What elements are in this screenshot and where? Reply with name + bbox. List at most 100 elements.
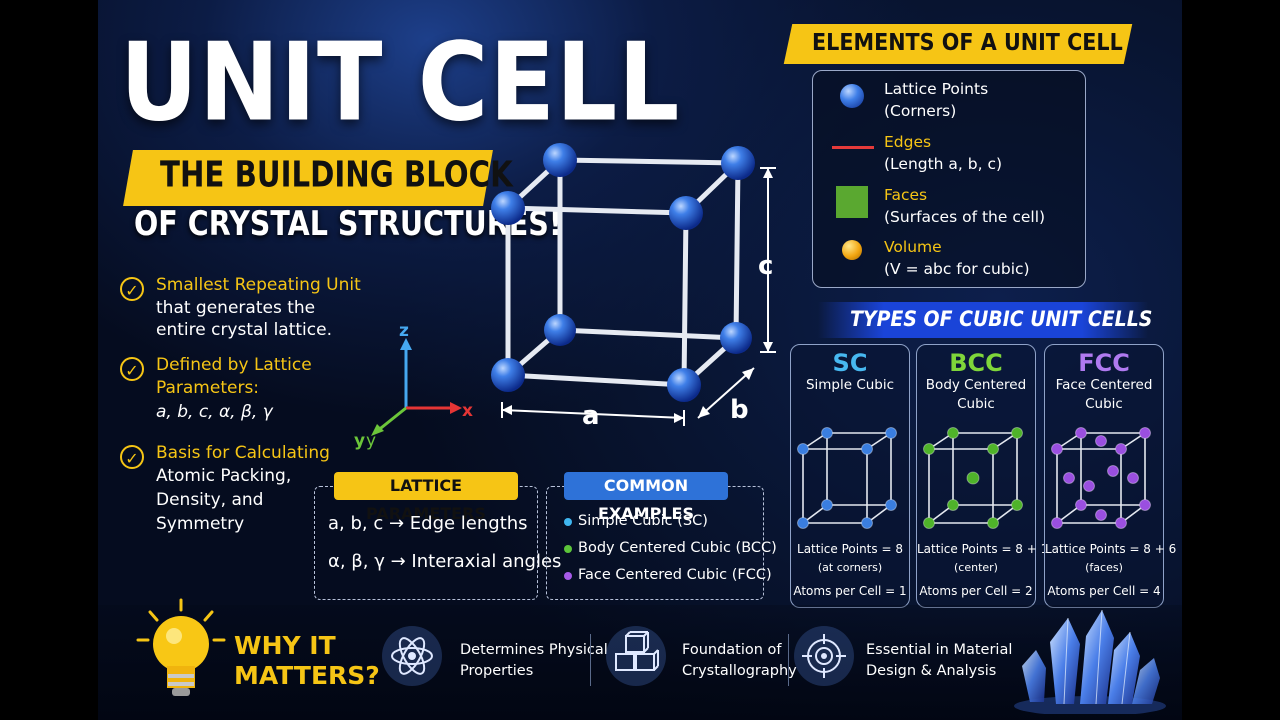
types-heading: TYPES OF CUBIC UNIT CELLS	[850, 307, 1153, 331]
check-icon: ✓	[120, 277, 144, 301]
bullet-1-line: entire crystal lattice.	[156, 320, 332, 340]
unit-cell-model-sc	[797, 427, 897, 529]
lattice-points-text: Lattice Points = 8 + 6	[1045, 542, 1177, 556]
bullet-3-highlight: Basis for Calculating	[156, 443, 330, 463]
atom	[947, 427, 959, 439]
atom	[1139, 499, 1151, 511]
atom	[1095, 435, 1107, 447]
why-item-line: Essential in Material	[866, 642, 1013, 658]
lattice-points-text: Lattice Points = 8	[797, 542, 903, 556]
atom	[821, 427, 833, 439]
element-desc: (V = abc for cubic)	[884, 260, 1030, 278]
element-name: Faces	[884, 186, 928, 204]
element-desc: (Corners)	[884, 102, 957, 120]
atom	[1011, 499, 1023, 511]
divider	[788, 634, 789, 686]
atom	[861, 517, 873, 529]
atoms-per-cell-text: Atoms per Cell = 2	[919, 584, 1033, 598]
lightbulb-icon	[136, 598, 226, 696]
infographic: UNIT CELL THE BUILDING BLOCK OF CRYSTAL …	[98, 0, 1182, 720]
why-it-matters-strip	[98, 605, 1182, 720]
atom	[1075, 427, 1087, 439]
unit-cell-model-bcc	[923, 427, 1023, 529]
why-item-line: Determines Physical	[460, 642, 608, 658]
card-code: FCC	[1078, 349, 1130, 377]
card-code: SC	[832, 349, 868, 377]
dimension-b-label: b	[730, 395, 749, 425]
atom	[987, 443, 999, 455]
atom	[1127, 472, 1139, 484]
fcc-dot-icon	[564, 572, 572, 580]
check-icon: ✓	[120, 445, 144, 469]
element-name: Volume	[884, 238, 942, 256]
atom	[987, 517, 999, 529]
atom	[667, 368, 701, 402]
atom	[1075, 499, 1087, 511]
why-heading-line1: WHY IT	[234, 631, 336, 660]
atom	[1115, 443, 1127, 455]
lattice-param-row: a, b, c → Edge lengths	[328, 513, 528, 534]
unit-cell-model-fcc	[1051, 427, 1151, 529]
check-icon: ✓	[120, 357, 144, 381]
atom	[1115, 517, 1127, 529]
atom	[947, 499, 959, 511]
atom	[720, 322, 752, 354]
atom	[544, 314, 576, 346]
lattice-param-row: α, β, γ → Interaxial angles	[328, 551, 562, 572]
x-axis-label: x	[462, 401, 473, 421]
sc-dot-icon	[564, 518, 572, 526]
example-item: Body Centered Cubic (BCC)	[578, 540, 777, 556]
element-name: Edges	[884, 133, 932, 151]
atom	[1063, 472, 1075, 484]
why-item-line: Design & Analysis	[866, 663, 997, 679]
atom	[721, 146, 755, 180]
atom	[821, 499, 833, 511]
divider	[590, 634, 591, 686]
why-heading-line2: MATTERS?	[234, 661, 380, 690]
bullet-2-highlight: Defined by Lattice	[156, 355, 312, 375]
card-name: Cubic	[957, 396, 995, 412]
lattice-points-note: (center)	[954, 561, 998, 574]
cubes-icon	[615, 631, 659, 671]
atom	[923, 517, 935, 529]
common-examples-label: COMMON EXAMPLES	[564, 472, 728, 523]
bullet-2-highlight2: Parameters:	[156, 378, 260, 398]
atom-icon	[391, 637, 433, 675]
elements-heading: ELEMENTS OF A UNIT CELL	[812, 30, 1123, 56]
bullet-3-line: Symmetry	[156, 514, 245, 534]
svg-text:y: y	[366, 431, 376, 451]
why-item-line: Properties	[460, 663, 534, 679]
card-name: Body Centered	[925, 377, 1027, 393]
atom	[1011, 427, 1023, 439]
lattice-points-note: (faces)	[1085, 561, 1123, 574]
edge-line-icon	[832, 146, 874, 149]
z-axis-label: z	[399, 321, 409, 341]
atom	[966, 471, 980, 485]
lattice-points-text: Lattice Points = 8 + 1	[917, 542, 1049, 556]
atom	[797, 443, 809, 455]
subtitle-line2: OF CRYSTAL STRUCTURES!	[134, 204, 562, 244]
element-desc: (Length a, b, c)	[884, 155, 1003, 173]
example-item: Face Centered Cubic (FCC)	[578, 567, 772, 583]
atom	[1051, 443, 1063, 455]
bullet-3-line: Atomic Packing,	[156, 466, 292, 486]
atom	[491, 191, 525, 225]
y-axis-label: y	[354, 431, 365, 451]
card-name: Face Centered	[1055, 377, 1153, 393]
card-name: Cubic	[1085, 396, 1123, 412]
lattice-parameters-label: LATTICE PARAMETERS	[334, 472, 518, 523]
card-code: BCC	[949, 349, 1003, 377]
unit-cell-diagram: z x y y	[354, 143, 776, 451]
atom	[1139, 427, 1151, 439]
why-item-line: Foundation of	[682, 642, 782, 658]
bcc-dot-icon	[564, 545, 572, 553]
atom	[797, 517, 809, 529]
subtitle-line1: THE BUILDING BLOCK	[160, 154, 513, 196]
bullet-1-line: that generates the	[156, 298, 316, 318]
atoms-per-cell-text: Atoms per Cell = 4	[1047, 584, 1161, 598]
atom	[1083, 480, 1095, 492]
types-heading-banner	[818, 302, 1148, 338]
atom	[885, 499, 897, 511]
